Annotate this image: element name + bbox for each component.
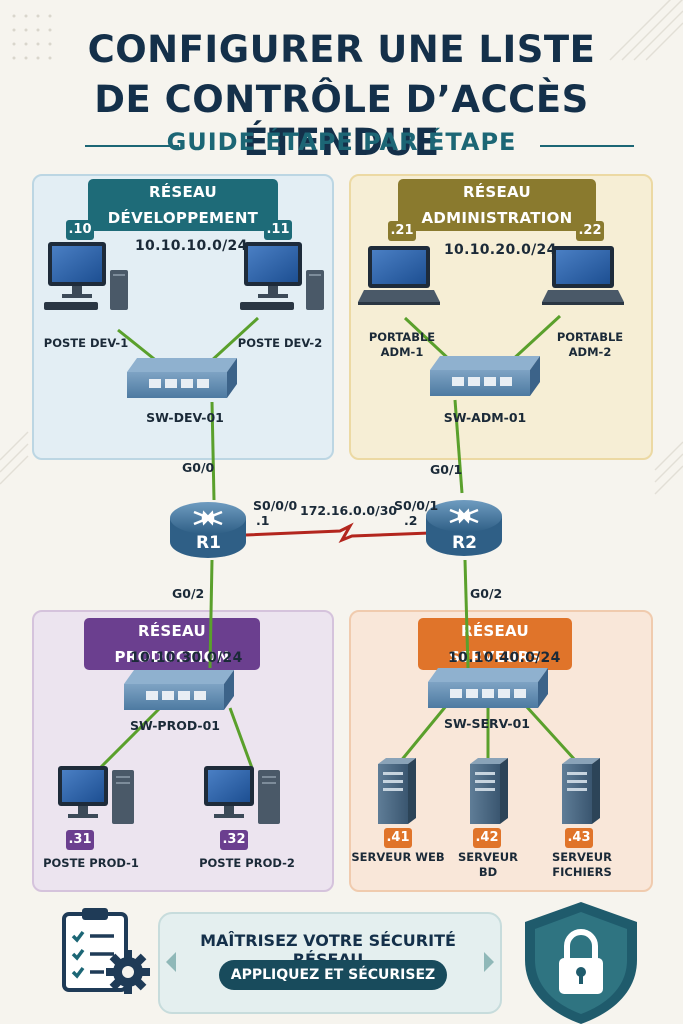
title-line-2: DE CONTRÔLE D’ACCÈS ÉTENDUE	[94, 78, 589, 164]
host-label-serv-1-line1: SERVEUR WEB	[351, 850, 445, 864]
wan-serial-link	[245, 522, 431, 543]
switch-icon	[124, 670, 234, 710]
host-label-adm-2-line2: ADM-2	[568, 345, 612, 359]
host-label-dev-2: POSTE DEV-2	[237, 336, 323, 350]
zone-label-development: RÉSEAU DÉVELOPPEMENT	[88, 179, 278, 231]
ip-badge-serv-2: .42	[473, 828, 501, 848]
subnet-administration: 10.10.20.0/24	[444, 242, 557, 258]
router-icon	[170, 502, 246, 558]
host-label-adm-2: PORTABLE ADM-2	[540, 330, 640, 360]
gear-icon	[106, 950, 150, 994]
switch-label-adm: SW-ADM-01	[443, 410, 527, 425]
host-label-adm-1: PORTABLE ADM-1	[352, 330, 452, 360]
ip-badge-dev-1: .10	[66, 220, 94, 240]
ip-badge-prod-2: .32	[220, 830, 248, 850]
subtitle: GUIDE ÉTAPE PAR ÉTAPE	[166, 128, 517, 156]
interface-r1-g02: G0/2	[172, 586, 205, 601]
host-label-serv-3-line1: SERVEUR	[552, 850, 612, 864]
ip-badge-adm-2: .22	[576, 221, 604, 241]
server-icon	[562, 758, 600, 824]
host-label-dev-1: POSTE DEV-1	[43, 336, 129, 350]
desktop-pc-icon	[58, 766, 134, 824]
interface-r2-serial: S0/0/1	[394, 498, 439, 513]
host-label-adm-2-line1: PORTABLE	[556, 330, 624, 344]
switch-icon	[430, 356, 540, 396]
host-label-serv-3: SERVEUR FICHIERS	[534, 850, 630, 880]
footer-banner-arrows	[166, 952, 494, 972]
interface-r2-serial-ip: .2	[404, 513, 418, 528]
lan-links	[98, 314, 577, 770]
ip-badge-dev-2: .11	[264, 220, 292, 240]
subtitle-divider-right	[540, 145, 634, 147]
switch-icon	[428, 668, 548, 708]
subnet-development: 10.10.10.0/24	[135, 238, 248, 254]
interface-r1-serial-ip: .1	[256, 513, 270, 528]
server-icon	[378, 758, 416, 824]
switch-label-prod: SW-PROD-01	[129, 718, 221, 733]
switch-label-dev: SW-DEV-01	[146, 410, 224, 425]
host-label-adm-1-line2: ADM-1	[380, 345, 424, 359]
title-line-1: CONFIGURER UNE LISTE	[87, 28, 596, 71]
router-label-r2: R2	[452, 533, 477, 553]
subtitle-divider-left	[85, 145, 179, 147]
zone-label-servers: RÉSEAU SERVEURS	[418, 618, 572, 670]
interface-r1-g00: G0/0	[182, 460, 215, 475]
router-label-r1: R1	[196, 533, 221, 553]
zone-label-production: RÉSEAU PRODUCTION	[84, 618, 260, 670]
host-label-prod-1: POSTE PROD-1	[43, 856, 139, 870]
laptop-icon	[542, 246, 624, 305]
switch-label-serv: SW-SERV-01	[444, 716, 530, 731]
router-icon	[426, 500, 502, 556]
zone-label-administration: RÉSEAU ADMINISTRATION	[398, 179, 596, 231]
interface-r2-g01: G0/1	[430, 462, 463, 477]
shield-lock-icon	[525, 902, 637, 1024]
interface-r2-g02: G0/2	[470, 586, 503, 601]
host-label-prod-2: POSTE PROD-2	[199, 856, 295, 870]
apply-secure-button[interactable]: APPLIQUEZ ET SÉCURISEZ	[219, 960, 447, 990]
ip-badge-prod-1: .31	[66, 830, 94, 850]
ip-badge-serv-3: .43	[565, 828, 593, 848]
host-label-serv-2-line1: SERVEUR	[458, 850, 518, 864]
laptop-icon	[358, 246, 440, 305]
desktop-pc-icon	[204, 766, 280, 824]
switch-icon	[127, 358, 237, 398]
host-label-serv-2: SERVEUR BD	[440, 850, 536, 880]
interface-r1-serial: S0/0/0	[253, 498, 298, 513]
desktop-pc-icon	[240, 242, 324, 310]
ip-badge-adm-1: .21	[388, 221, 416, 241]
subnet-servers: 10.10.40.0/24	[448, 650, 561, 666]
server-icon	[470, 758, 508, 824]
host-label-serv-2-line2: BD	[478, 865, 498, 879]
ip-badge-serv-1: .41	[384, 828, 412, 848]
subnet-production: 10.10.30.0/24	[130, 650, 243, 666]
host-label-adm-1-line1: PORTABLE	[368, 330, 436, 344]
host-label-serv-1: SERVEUR WEB	[350, 850, 446, 865]
desktop-pc-icon	[44, 242, 128, 310]
wan-subnet-label: 172.16.0.0/30	[300, 503, 398, 518]
host-label-serv-3-line2: FICHIERS	[552, 865, 612, 879]
